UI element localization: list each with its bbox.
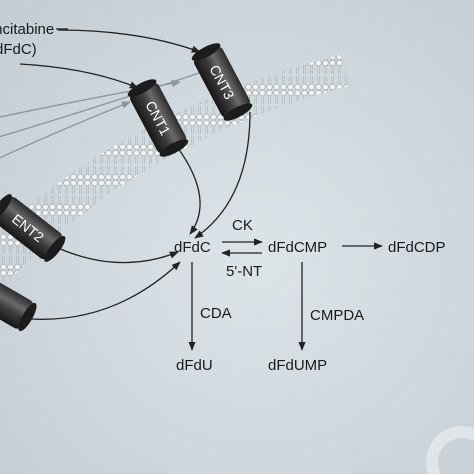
metabolite-dfdu: dFdU <box>176 357 213 374</box>
drug-label-line2: (dFdC) <box>0 41 37 58</box>
enzyme-ck: CK <box>232 217 253 234</box>
transporter-cnt3: CNT3 <box>191 43 253 121</box>
enzyme-5nt: 5'-NT <box>226 263 262 280</box>
transporter-ent2: ENT2 <box>0 194 66 262</box>
metabolite-dfdc: dFdC <box>174 239 211 256</box>
transporter-ent1 <box>0 271 37 332</box>
influx-arrows <box>17 111 251 320</box>
metabolite-dfdcmp: dFdCMP <box>268 239 327 256</box>
corner-watermark <box>426 426 474 474</box>
transporter-cnt1: CNT1 <box>127 79 189 157</box>
cell-membrane <box>0 55 352 285</box>
metabolite-dfdcdp: dFdCDP <box>388 239 446 256</box>
enzyme-cmpda: CMPDA <box>310 307 364 324</box>
pathway-arrows <box>188 238 383 351</box>
drug-label-line1: Gemcitabine <box>0 21 54 38</box>
enzyme-cda: CDA <box>200 305 232 322</box>
metabolite-dfdump: dFdUMP <box>268 357 327 374</box>
